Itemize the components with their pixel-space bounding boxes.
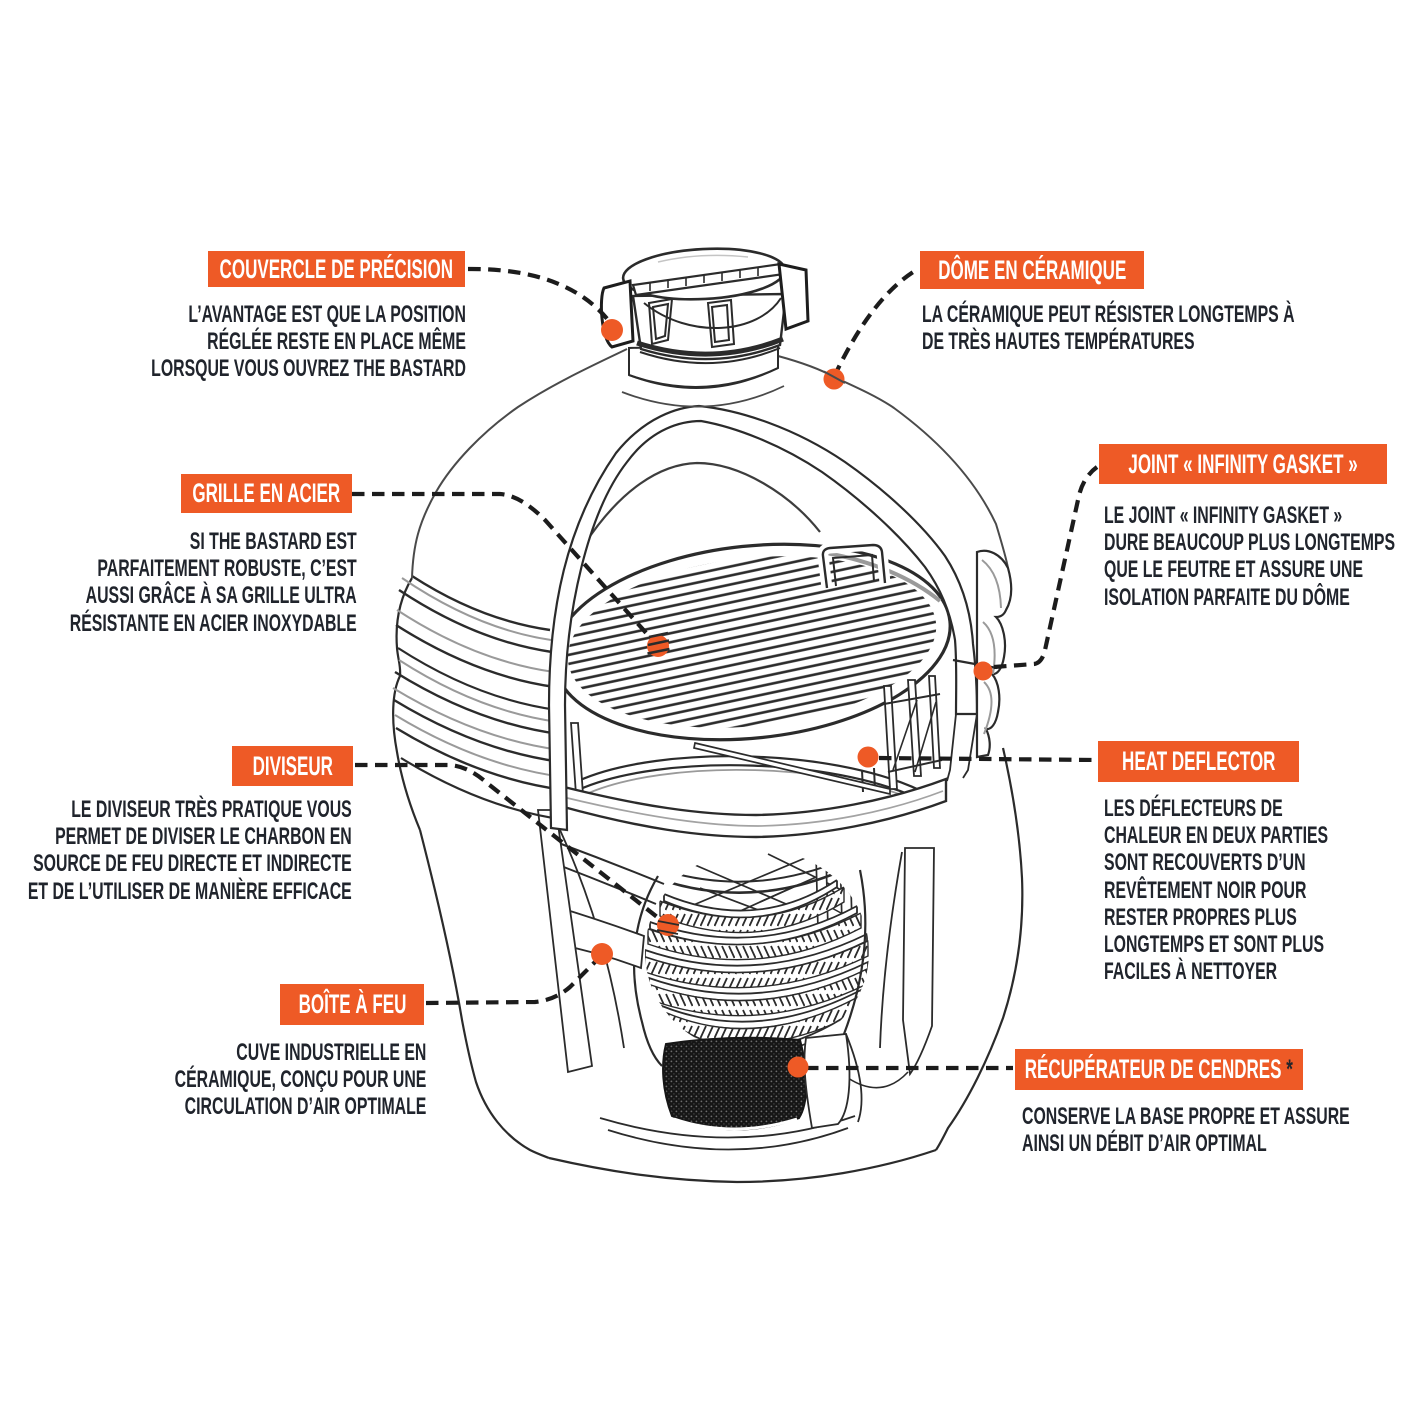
connector-couvercle <box>467 266 614 327</box>
cooking-grate <box>552 539 952 745</box>
connectors <box>352 266 1099 1071</box>
marker-dots <box>591 319 993 1078</box>
gasket-rings-left <box>392 574 567 831</box>
charcoal-basket <box>645 849 869 1055</box>
dot-couvercle <box>601 319 623 341</box>
dot-heat <box>857 746 879 768</box>
base-shell <box>418 747 1024 1184</box>
connector-diviseur <box>355 762 668 926</box>
dot-boite <box>591 943 613 965</box>
connector-dome <box>832 267 920 378</box>
fire-ring <box>558 777 948 839</box>
connector-grille <box>352 491 658 646</box>
base-cut-edge-right <box>902 847 935 1077</box>
connector-heat <box>878 755 1097 763</box>
dome-interior <box>583 461 821 546</box>
dot-overdraw <box>647 370 846 935</box>
dot-joint <box>973 661 993 681</box>
dot-dome <box>823 368 845 390</box>
deflector-frame <box>570 675 943 810</box>
connector-boite <box>425 955 602 1006</box>
precision-cap <box>599 247 810 408</box>
ash-catcher <box>662 1036 808 1131</box>
dot-recup <box>787 1056 809 1078</box>
firebox <box>548 806 665 1078</box>
connector-joint <box>993 465 1099 670</box>
gasket-rings-right <box>946 549 1013 782</box>
